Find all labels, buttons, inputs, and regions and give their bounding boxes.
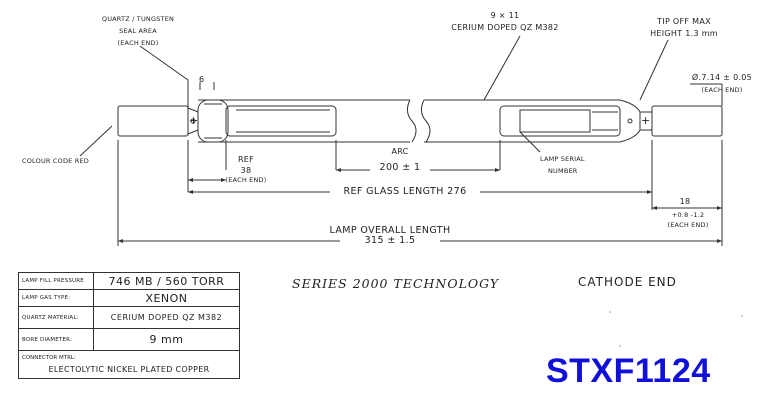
overall-length-label: LAMP OVERALL LENGTH bbox=[329, 225, 451, 236]
speck bbox=[609, 311, 611, 313]
left-seal bbox=[197, 99, 229, 143]
right-neck bbox=[640, 111, 652, 131]
left-end-cap bbox=[117, 105, 189, 137]
connector-cell: CONNECTOR MTRL: ELECTOLYTIC NICKEL PLATE… bbox=[18, 350, 240, 379]
quartz-seal-label-2: SEAL AREA bbox=[119, 27, 157, 35]
quartz-seal-label-3: (EACH END) bbox=[117, 39, 159, 47]
plus-left-icon: + bbox=[189, 114, 199, 127]
speck bbox=[619, 345, 621, 347]
cathode-end-label: CATHODE END bbox=[578, 275, 677, 289]
right-electrode bbox=[499, 105, 621, 137]
colour-code-label: COLOUR CODE RED bbox=[22, 157, 89, 165]
dim-6-label: 6 bbox=[199, 75, 205, 84]
spec-row-fill-pressure: LAMP FILL PRESSURE 746 MB / 560 TORR bbox=[18, 272, 240, 290]
model-number: STXF1124 bbox=[546, 352, 711, 390]
lamp-serial-label-1: LAMP SERIAL bbox=[540, 155, 585, 163]
lamp-serial-label-2: NUMBER bbox=[548, 167, 578, 175]
ref-glass-length-label: REF GLASS LENGTH 276 bbox=[330, 187, 480, 197]
quartz-seal-label-1: QUARTZ / TUNGSTEN bbox=[101, 15, 175, 23]
connector-label: CONNECTOR MTRL: bbox=[22, 355, 76, 361]
break-right bbox=[420, 99, 431, 143]
right-seal bbox=[619, 99, 641, 143]
gas-type-label: LAMP GAS TYPE: bbox=[18, 289, 94, 307]
spec-row-gas-type: LAMP GAS TYPE: XENON bbox=[18, 289, 240, 307]
series-technology-label: SERIES 2000 TECHNOLOGY bbox=[292, 276, 500, 291]
bore-diameter-value: 9 mm bbox=[93, 328, 240, 351]
cap-diameter-each-label: (EACH END) bbox=[701, 86, 743, 94]
spec-row-bore: BORE DIAMETER: 9 mm bbox=[18, 328, 240, 351]
left-electrode bbox=[225, 105, 337, 137]
end-length-value: 18 bbox=[670, 198, 700, 206]
gas-type-value: XENON bbox=[93, 289, 240, 307]
ref-value: 38 bbox=[240, 166, 252, 175]
arc-label: ARC bbox=[391, 147, 409, 156]
spec-row-connector: CONNECTOR MTRL: ELECTOLYTIC NICKEL PLATE… bbox=[18, 350, 240, 379]
tip-off-label-1: TIP OFF MAX bbox=[657, 17, 711, 26]
end-length-each: (EACH END) bbox=[667, 221, 709, 229]
speck bbox=[741, 315, 743, 317]
spec-row-quartz: QUARTZ MATERIAL: CERIUM DOPED QZ M382 bbox=[18, 306, 240, 329]
spec-table: LAMP FILL PRESSURE 746 MB / 560 TORR LAM… bbox=[18, 272, 240, 379]
bore-diameter-label: BORE DIAMETER: bbox=[18, 328, 94, 351]
right-end-cap bbox=[651, 105, 723, 137]
serial-block bbox=[519, 109, 591, 133]
break-left bbox=[406, 99, 417, 143]
quartz-material-value: CERIUM DOPED QZ M382 bbox=[93, 306, 240, 329]
overall-length-value: 315 ± 1.5 bbox=[340, 236, 440, 246]
end-length-tolerance: +0.8 -1.2 bbox=[671, 211, 705, 219]
ref-each-label: (EACH END) bbox=[225, 176, 267, 184]
cap-diameter-label: Ø.7.14 ± 0.05 bbox=[691, 73, 753, 82]
quartz-material-label: QUARTZ MATERIAL: bbox=[18, 306, 94, 329]
plus-right-icon: + bbox=[641, 114, 651, 127]
fill-pressure-label: LAMP FILL PRESSURE bbox=[18, 272, 94, 290]
arc-value: 200 ± 1 bbox=[370, 163, 430, 173]
tip-off-label-2: HEIGHT 1.3 mm bbox=[650, 29, 718, 38]
bore-material-label: CERIUM DOPED QZ M382 bbox=[451, 23, 559, 32]
fill-pressure-value: 746 MB / 560 TORR bbox=[93, 272, 240, 290]
bore-size-label: 9 × 11 bbox=[490, 11, 520, 20]
ref-label: REF bbox=[237, 155, 255, 164]
connector-value: ELECTOLYTIC NICKEL PLATED COPPER bbox=[48, 365, 210, 374]
